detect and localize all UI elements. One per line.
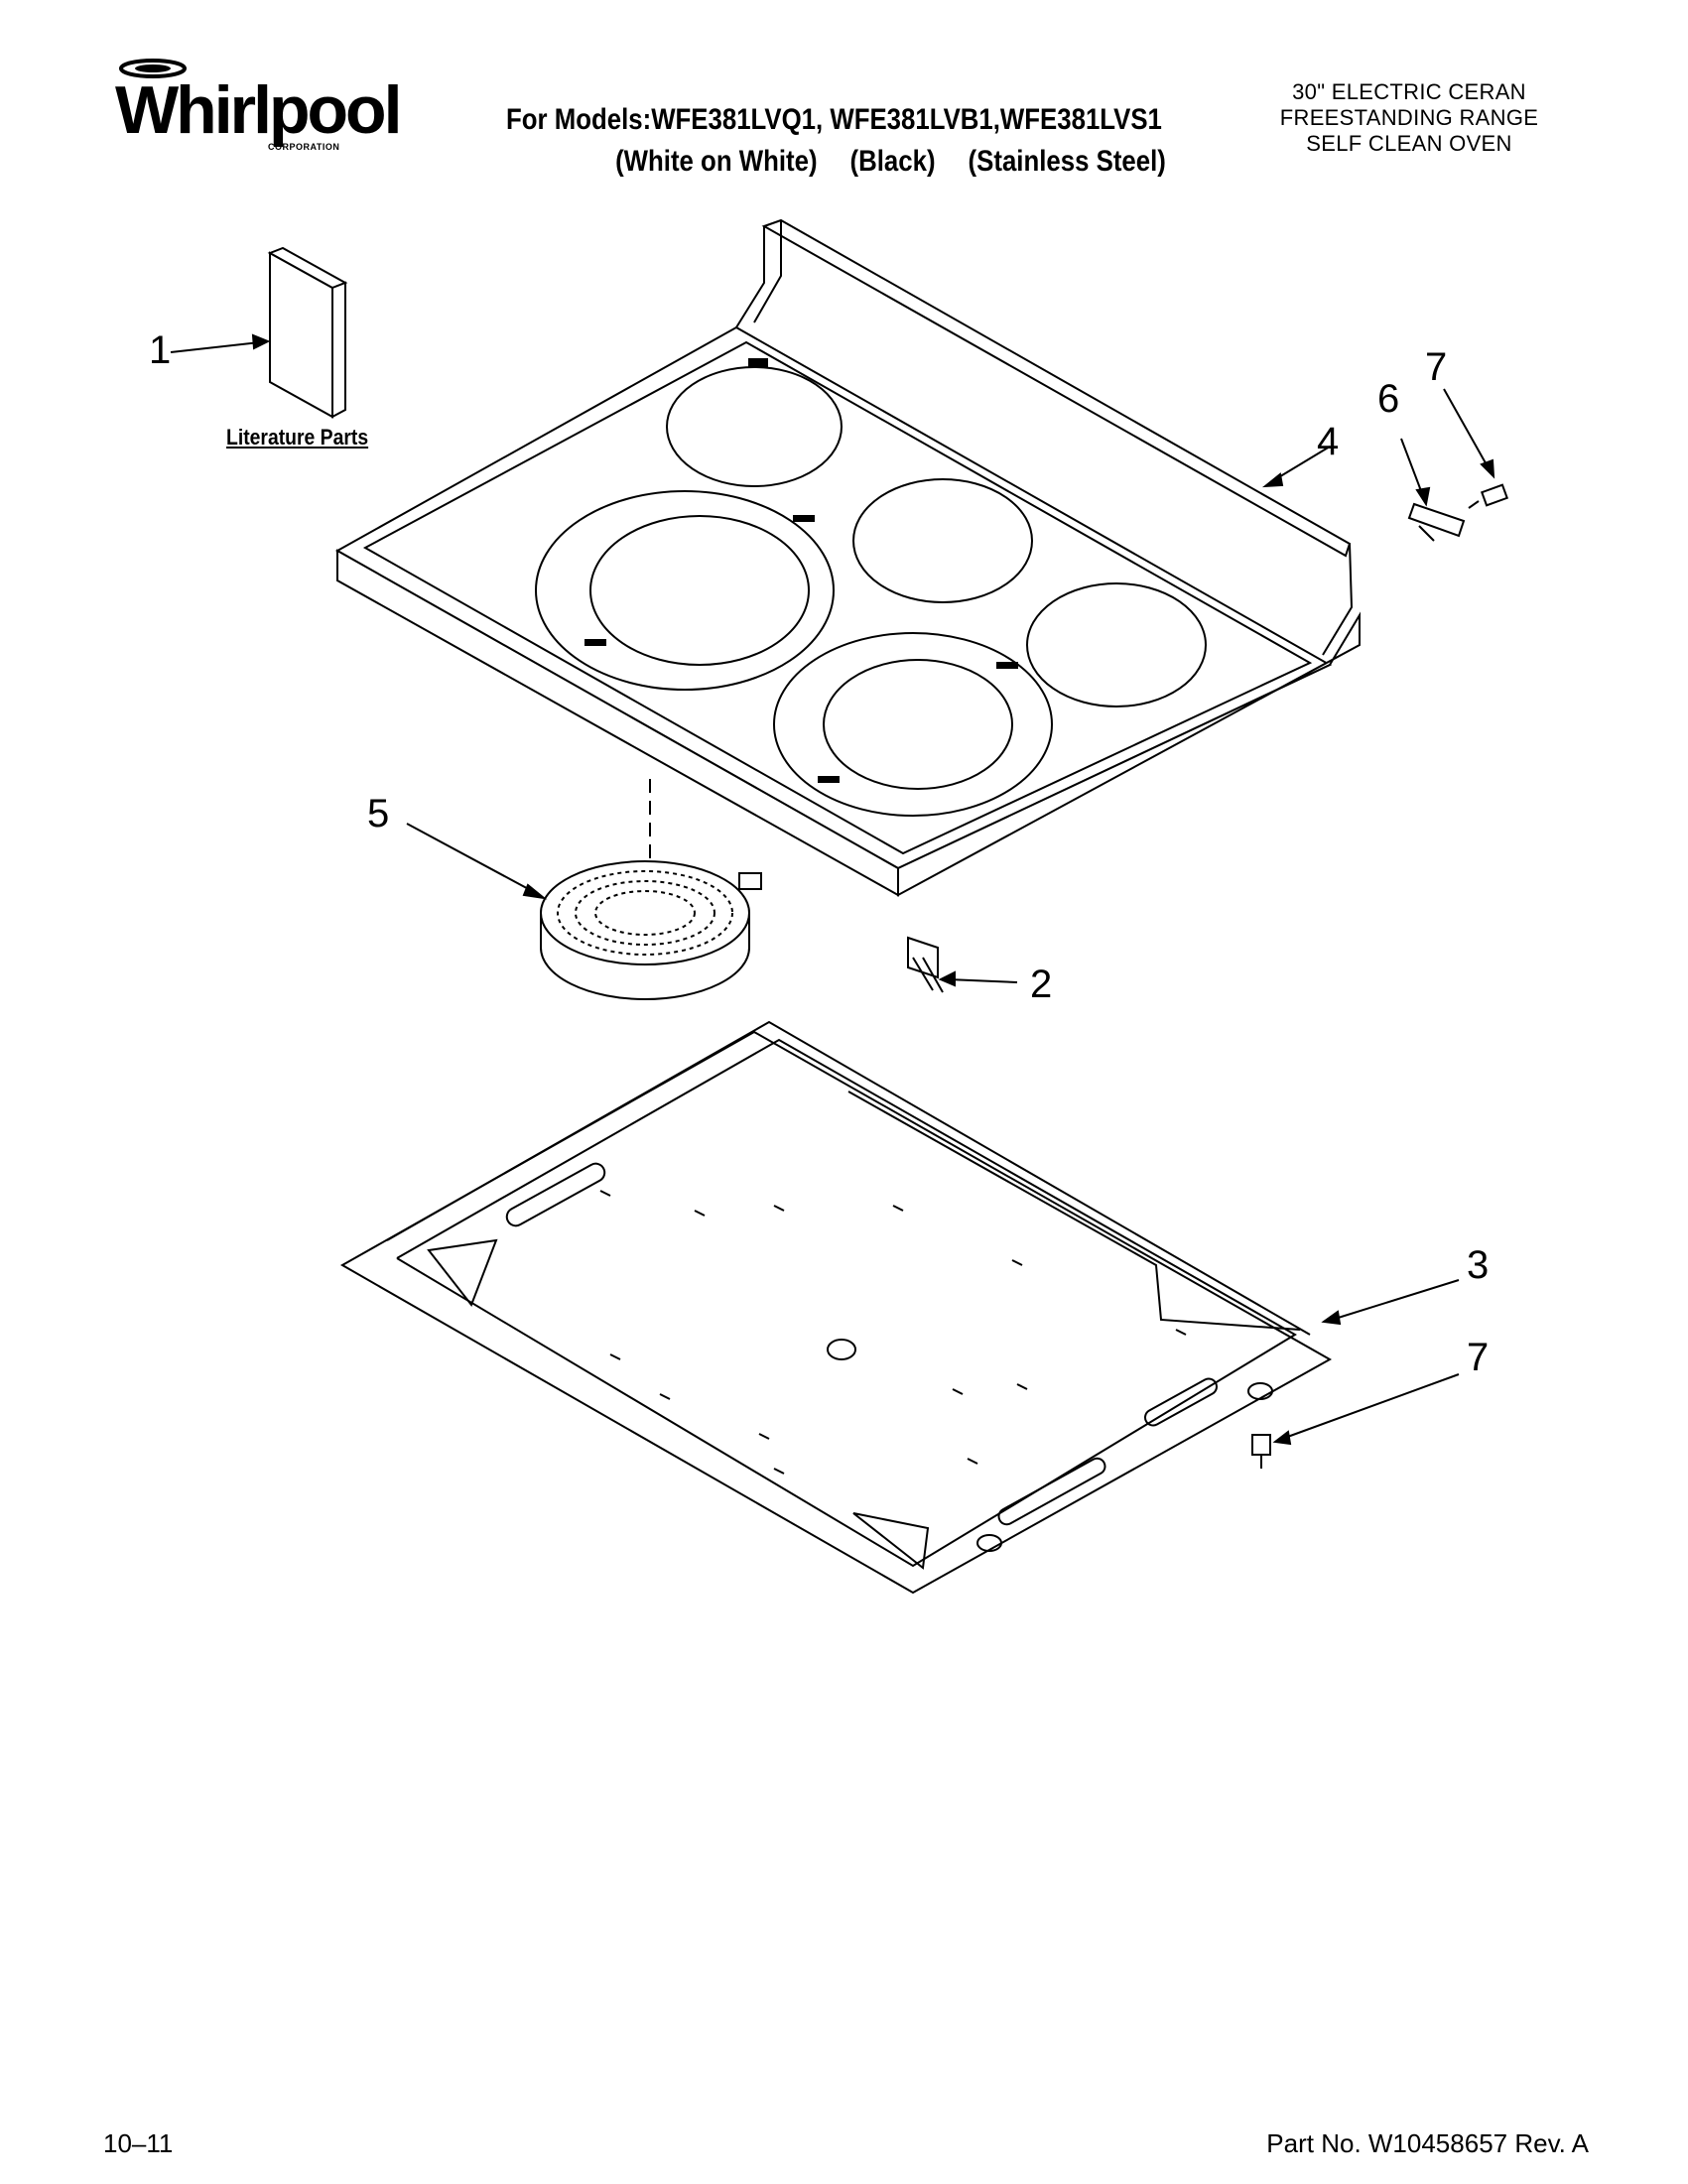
radiant-element bbox=[540, 860, 762, 1000]
callout-7-bottom: 7 bbox=[1467, 1336, 1490, 1379]
bottom-screw bbox=[1251, 1434, 1271, 1469]
callout-2: 2 bbox=[1030, 963, 1053, 1006]
callout-7-top: 7 bbox=[1425, 345, 1448, 389]
logo-corporation: CORPORATION bbox=[268, 142, 340, 152]
footer-part-number: Part No. W10458657 Rev. A bbox=[1266, 2128, 1589, 2158]
product-line-2: FREESTANDING RANGE bbox=[1279, 105, 1539, 130]
clip-bracket bbox=[907, 936, 944, 993]
callout-6: 6 bbox=[1377, 377, 1400, 421]
callout-4: 4 bbox=[1317, 420, 1340, 463]
callout-3: 3 bbox=[1467, 1243, 1490, 1287]
literature-booklet bbox=[267, 246, 348, 419]
models-line: For Models:WFE381LVQ1, WFE381LVB1,WFE381… bbox=[506, 103, 1162, 136]
models-header: For Models:WFE381LVQ1, WFE381LVB1,WFE381… bbox=[506, 103, 1166, 179]
whirlpool-logo: Whirlpool CORPORATION bbox=[109, 55, 402, 164]
bracket-and-screw bbox=[1407, 483, 1509, 542]
logo-wordmark: Whirlpool bbox=[115, 72, 402, 148]
literature-parts-label: Literature Parts bbox=[226, 425, 369, 450]
finish-stainless: (Stainless Steel) bbox=[968, 145, 1166, 178]
finishes-line: (White on White) (Black) (Stainless Stee… bbox=[506, 145, 1166, 179]
logo-swoosh-icon bbox=[119, 59, 187, 78]
callout-1: 1 bbox=[149, 328, 172, 372]
leader-lines bbox=[170, 333, 1495, 1446]
product-line-1: 30" ELECTRIC CERAN bbox=[1292, 79, 1526, 104]
finish-white: (White on White) bbox=[615, 145, 818, 178]
footer-date: 10–11 bbox=[103, 2128, 174, 2158]
product-description: 30" ELECTRIC CERAN FREESTANDING RANGE SE… bbox=[1250, 79, 1568, 157]
cooktop-assembly bbox=[334, 218, 1361, 897]
callout-5: 5 bbox=[367, 792, 390, 835]
bottom-pan bbox=[339, 1020, 1333, 1595]
finish-black: (Black) bbox=[849, 145, 936, 178]
product-line-3: SELF CLEAN OVEN bbox=[1306, 131, 1512, 156]
